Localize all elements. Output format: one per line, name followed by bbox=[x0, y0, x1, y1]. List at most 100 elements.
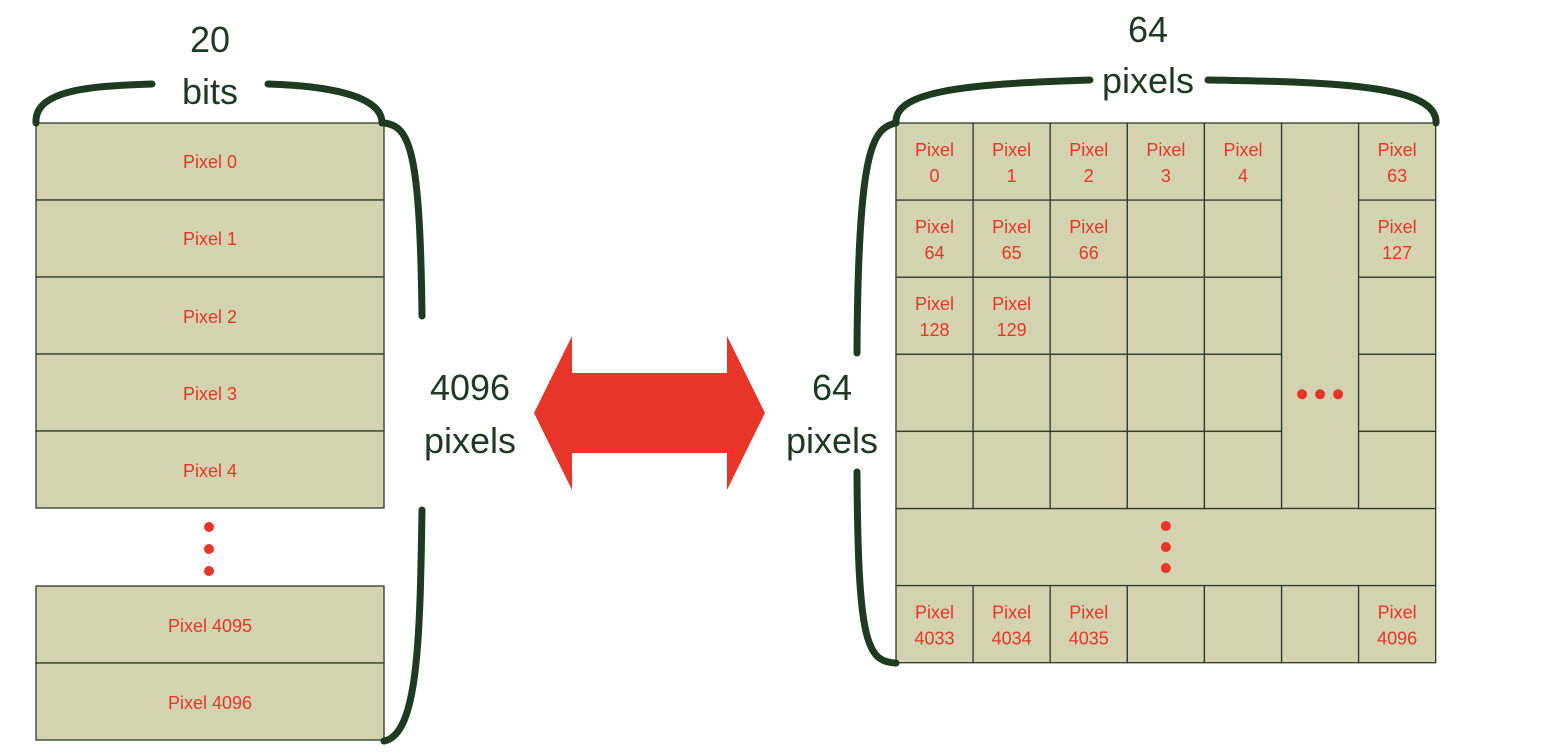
grid-cell-index: 3 bbox=[1161, 166, 1171, 186]
grid-cell-index: 128 bbox=[920, 320, 950, 340]
grid-cell bbox=[895, 276, 974, 355]
grid-cell-label: Pixel bbox=[992, 140, 1031, 160]
linear-width-label-unit: bits bbox=[182, 71, 238, 112]
linear-length-label-value: 4096 bbox=[430, 367, 510, 408]
grid-cell bbox=[895, 584, 974, 664]
grid-cell bbox=[972, 122, 1051, 201]
grid-cell-index: 127 bbox=[1382, 243, 1412, 263]
grid-cell bbox=[1049, 430, 1128, 510]
linear-row-label: Pixel 0 bbox=[183, 152, 237, 172]
grid-cell-index: 4035 bbox=[1069, 629, 1109, 649]
grid-cell bbox=[1203, 122, 1283, 201]
grid-height-label-value: 64 bbox=[812, 367, 852, 408]
grid-cell-label: Pixel bbox=[1378, 217, 1417, 237]
grid-cell bbox=[972, 199, 1051, 278]
grid-cell bbox=[972, 584, 1051, 664]
linear-length-brace bbox=[380, 119, 426, 745]
grid-cell bbox=[1049, 353, 1128, 433]
grid-cell-label: Pixel bbox=[1146, 140, 1185, 160]
grid-width-brace bbox=[892, 76, 1440, 127]
grid-cell bbox=[972, 430, 1051, 510]
grid-ellipsis-dot bbox=[1160, 521, 1171, 532]
grid-cell-index: 2 bbox=[1084, 166, 1094, 186]
linear-width-brace bbox=[32, 80, 386, 127]
grid-cell-index: 129 bbox=[997, 320, 1027, 340]
linear-row-4095: Pixel 4095 bbox=[35, 585, 385, 664]
grid-height-brace bbox=[853, 119, 900, 667]
linear-row-1: Pixel 1 bbox=[35, 199, 385, 278]
grid-cell-label: Pixel bbox=[992, 217, 1031, 237]
grid-cell bbox=[972, 276, 1051, 355]
grid-cell-index: 1 bbox=[1007, 166, 1017, 186]
grid-cell-index: 64 bbox=[925, 243, 945, 263]
grid-cell-label: Pixel bbox=[1223, 140, 1262, 160]
linear-row-label: Pixel 4 bbox=[183, 461, 237, 481]
linear-ellipsis-dots bbox=[204, 522, 214, 576]
grid-cell-label: Pixel bbox=[1069, 603, 1108, 623]
grid-cell bbox=[1049, 276, 1128, 355]
grid-cell bbox=[1126, 430, 1206, 510]
linear-memory: Pixel 0 Pixel 1 Pixel 2 Pixel 3 Pixel 4 … bbox=[35, 122, 385, 741]
grid-ellipsis-dot bbox=[1333, 389, 1344, 400]
grid-ellipsis-column bbox=[1280, 122, 1360, 510]
grid-cell bbox=[895, 199, 974, 278]
grid-cell bbox=[895, 122, 974, 201]
grid-ellipsis-column-end bbox=[1280, 584, 1360, 664]
grid-height-label-unit: pixels bbox=[786, 420, 878, 461]
grid-cell bbox=[1203, 353, 1283, 433]
linear-row-0: Pixel 0 bbox=[35, 122, 385, 201]
grid-cell bbox=[1357, 276, 1437, 355]
grid-cell-index: 66 bbox=[1079, 243, 1099, 263]
linear-row-3: Pixel 3 bbox=[35, 353, 385, 432]
grid-cell bbox=[1357, 199, 1437, 278]
grid-cell bbox=[1203, 276, 1283, 355]
grid-cell-label: Pixel bbox=[915, 603, 954, 623]
grid-cell-index: 4 bbox=[1238, 166, 1248, 186]
grid-cell-index: 0 bbox=[930, 166, 940, 186]
grid-cell bbox=[1126, 276, 1206, 355]
grid-cell bbox=[1203, 430, 1283, 510]
linear-row-label: Pixel 4096 bbox=[168, 693, 252, 713]
linear-row-label: Pixel 4095 bbox=[168, 616, 252, 636]
grid-cell bbox=[1126, 353, 1206, 433]
grid-cell-label: Pixel bbox=[992, 294, 1031, 314]
grid-cell bbox=[1357, 584, 1437, 664]
grid-cell-label: Pixel bbox=[1378, 603, 1417, 623]
grid-cell bbox=[1126, 584, 1206, 664]
grid-cell-index: 65 bbox=[1002, 243, 1022, 263]
linear-row-2: Pixel 2 bbox=[35, 276, 385, 355]
grid-cell-label: Pixel bbox=[915, 294, 954, 314]
grid-cell bbox=[1357, 353, 1437, 433]
grid-ellipsis-dot bbox=[1160, 542, 1171, 553]
grid-cell bbox=[1049, 122, 1128, 201]
grid-cell bbox=[1357, 430, 1437, 510]
grid-cell-label: Pixel bbox=[915, 217, 954, 237]
grid-cell bbox=[1049, 199, 1128, 278]
linear-row-4096: Pixel 4096 bbox=[35, 662, 385, 741]
grid-cell bbox=[1203, 199, 1283, 278]
grid-width-label-value: 64 bbox=[1128, 9, 1168, 50]
grid-cell-label: Pixel bbox=[1069, 140, 1108, 160]
grid-cell-index: 4033 bbox=[915, 629, 955, 649]
linear-row-label: Pixel 1 bbox=[183, 229, 237, 249]
grid-ellipsis-dot bbox=[1315, 389, 1326, 400]
double-arrow-icon bbox=[534, 336, 765, 490]
grid-cell bbox=[1126, 199, 1206, 278]
grid-cell bbox=[1049, 584, 1128, 664]
grid-cell-label: Pixel bbox=[915, 140, 954, 160]
linear-row-label: Pixel 2 bbox=[183, 307, 237, 327]
linear-row-4: Pixel 4 bbox=[35, 430, 385, 509]
grid-cell-index: 4034 bbox=[992, 629, 1032, 649]
grid-ellipsis-dot bbox=[1160, 563, 1171, 574]
grid-cell bbox=[1203, 584, 1283, 664]
grid-cell-label: Pixel bbox=[992, 603, 1031, 623]
grid-cell-label: Pixel bbox=[1069, 217, 1108, 237]
grid-cell-index: 63 bbox=[1387, 166, 1407, 186]
grid-cell bbox=[1126, 122, 1206, 201]
linear-length-label-unit: pixels bbox=[424, 420, 516, 461]
pixel-grid: Pixel0Pixel1Pixel2Pixel3Pixel4Pixel63Pix… bbox=[895, 122, 1437, 664]
grid-cell bbox=[1357, 122, 1437, 201]
linear-row-label: Pixel 3 bbox=[183, 384, 237, 404]
grid-cell-label: Pixel bbox=[1378, 140, 1417, 160]
